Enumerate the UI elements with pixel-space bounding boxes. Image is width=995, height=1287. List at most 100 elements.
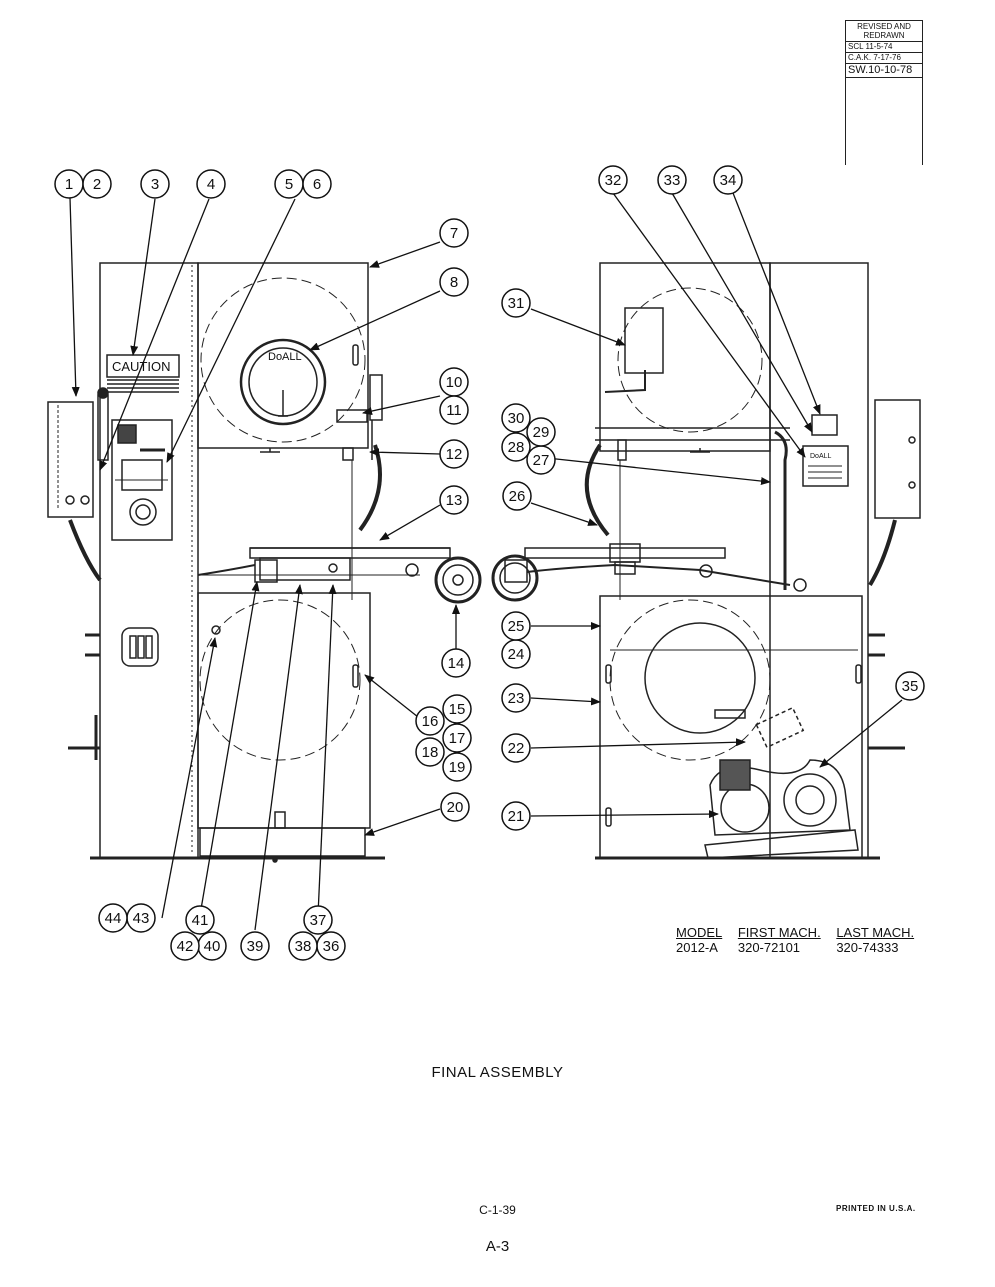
- first-mach-header: FIRST MACH.: [737, 925, 821, 940]
- callout-44: 44: [98, 903, 128, 933]
- callout-8: 8: [439, 267, 469, 297]
- callout-29: 29: [526, 417, 556, 447]
- callout-23: 23: [501, 683, 531, 713]
- guide-post-bracket: [336, 409, 368, 423]
- svg-text:41: 41: [192, 912, 209, 929]
- svg-text:43: 43: [133, 910, 150, 927]
- svg-text:8: 8: [450, 274, 458, 291]
- svg-text:18: 18: [422, 744, 439, 761]
- revision-row: SCL 11-5-74: [846, 41, 922, 52]
- last-mach-value: 320-74333: [836, 940, 899, 955]
- callout-6: 6: [302, 169, 332, 199]
- svg-text:7: 7: [450, 225, 458, 242]
- first-mach-value: 320-72101: [737, 940, 801, 955]
- model-value: 2012-A: [676, 940, 718, 955]
- revision-header-line2: REDRAWN: [863, 31, 905, 40]
- svg-text:44: 44: [105, 910, 122, 927]
- callout-42: 42: [170, 931, 200, 961]
- svg-text:36: 36: [323, 938, 340, 955]
- revision-block: REVISED AND REDRAWN SCL 11-5-74 C.A.K. 7…: [845, 20, 923, 165]
- callout-43: 43: [126, 903, 156, 933]
- callout-32: 32: [598, 165, 628, 195]
- svg-text:10: 10: [446, 374, 463, 391]
- callout-34: 34: [713, 165, 743, 195]
- caution-sign: [106, 354, 180, 378]
- revision-header-line1: REVISED AND: [857, 22, 911, 31]
- svg-text:1: 1: [65, 176, 73, 193]
- callout-36: 36: [316, 931, 346, 961]
- first-mach-column: FIRST MACH. 320-72101: [738, 925, 821, 955]
- coolant-pump: [624, 307, 664, 374]
- callout-18: 18: [415, 737, 445, 767]
- svg-text:22: 22: [508, 740, 525, 757]
- svg-text:30: 30: [508, 410, 525, 427]
- svg-text:29: 29: [533, 424, 550, 441]
- svg-text:26: 26: [509, 488, 526, 505]
- handwheel-rear: [491, 554, 539, 602]
- callout-17: 17: [442, 723, 472, 753]
- callout-24: 24: [501, 639, 531, 669]
- model-table: MODEL 2012-A FIRST MACH. 320-72101 LAST …: [676, 925, 926, 955]
- coolant-hose-right: [584, 443, 610, 537]
- callout-33: 33: [657, 165, 687, 195]
- callout-12: 12: [439, 439, 469, 469]
- callout-38: 38: [288, 931, 318, 961]
- svg-text:24: 24: [508, 646, 525, 663]
- svg-text:16: 16: [422, 713, 439, 730]
- last-mach-column: LAST MACH. 320-74333: [836, 925, 914, 955]
- callout-40: 40: [197, 931, 227, 961]
- svg-text:11: 11: [446, 402, 462, 419]
- svg-text:34: 34: [720, 172, 737, 189]
- svg-text:6: 6: [313, 176, 321, 193]
- upper-wheel-brand: DoALL: [268, 351, 302, 363]
- svg-text:17: 17: [449, 730, 466, 747]
- svg-text:28: 28: [508, 439, 525, 456]
- figure-title: FINAL ASSEMBLY: [431, 1064, 564, 1081]
- svg-text:2: 2: [93, 176, 101, 193]
- svg-text:19: 19: [449, 759, 466, 776]
- svg-text:4: 4: [207, 176, 215, 193]
- callout-11: 11: [439, 395, 469, 425]
- motor-box-right: [874, 399, 921, 519]
- switch-box: [121, 627, 159, 667]
- callout-7: 7: [439, 218, 469, 248]
- svg-text:38: 38: [295, 938, 312, 955]
- callout-5: 5: [274, 169, 304, 199]
- revision-row: C.A.K. 7-17-76: [846, 52, 922, 63]
- svg-text:3: 3: [151, 176, 159, 193]
- plate-brand-text: DoALL: [810, 453, 832, 460]
- callout-19: 19: [442, 752, 472, 782]
- svg-text:14: 14: [448, 655, 465, 672]
- svg-text:12: 12: [446, 446, 463, 463]
- revision-header: REVISED AND REDRAWN: [846, 20, 922, 41]
- callout-15: 15: [442, 694, 472, 724]
- callout-20: 20: [440, 792, 470, 822]
- svg-text:15: 15: [449, 701, 466, 718]
- callout-22: 22: [501, 733, 531, 763]
- callout-30: 30: [501, 403, 531, 433]
- callout-balloons: 1 2 3 4 5 6 7 8 10 11 12 13 14 15 16 17 …: [54, 165, 925, 961]
- model-column: MODEL 2012-A: [676, 925, 722, 955]
- callout-3: 3: [140, 169, 170, 199]
- lower-door-bottom: [199, 827, 366, 857]
- coolant-hose-left: [358, 444, 382, 532]
- control-panel: [111, 419, 173, 541]
- revision-final: SW.10-10-78: [846, 63, 922, 78]
- table: [249, 547, 451, 559]
- tilt-handwheel: [434, 556, 482, 604]
- svg-text:32: 32: [605, 172, 622, 189]
- upper-wheel-hub-outer: [239, 338, 327, 426]
- page-number: A-3: [485, 1238, 510, 1255]
- callout-41: 41: [185, 905, 215, 935]
- callout-14: 14: [441, 648, 471, 678]
- callout-31: 31: [501, 288, 531, 318]
- svg-text:23: 23: [508, 690, 525, 707]
- svg-text:20: 20: [447, 799, 464, 816]
- name-plate: [802, 445, 849, 487]
- svg-text:27: 27: [533, 452, 550, 469]
- callout-39: 39: [240, 931, 270, 961]
- svg-text:25: 25: [508, 618, 525, 635]
- svg-text:21: 21: [508, 808, 525, 825]
- warning-plate: [811, 414, 838, 436]
